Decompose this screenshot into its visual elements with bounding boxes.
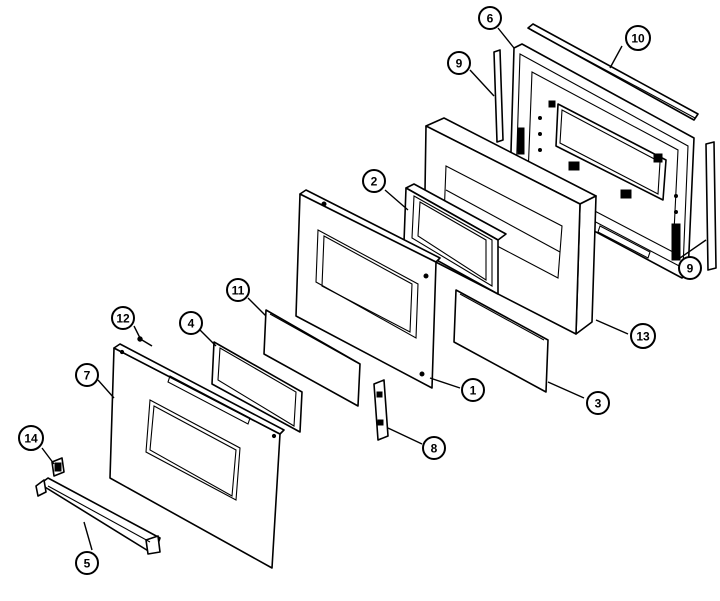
callout-7: 7 [75, 363, 99, 387]
callout-5-label: 5 [84, 557, 91, 571]
part-12-screw [137, 336, 153, 347]
part-13-insulation-box [423, 117, 597, 335]
callout-5: 5 [75, 551, 99, 575]
callout-13-label: 13 [636, 330, 650, 344]
callout-12-label: 12 [116, 312, 130, 326]
callout-6-label: 6 [487, 12, 494, 26]
part-10-top-trim [527, 23, 699, 121]
part-4-glass-gasket [211, 341, 303, 433]
callout-13: 13 [630, 323, 656, 349]
callout-1: 1 [461, 378, 485, 402]
callout-11-label: 11 [232, 284, 245, 298]
callout-4: 4 [179, 311, 203, 335]
callout-1-label: 1 [470, 384, 477, 398]
leader-lines [41, 27, 707, 551]
part-11-glass-panel [263, 309, 361, 407]
callout-14-label: 14 [24, 432, 38, 446]
part-3-glass-panel [453, 289, 549, 393]
callout-8: 8 [422, 436, 446, 460]
callout-11: 11 [226, 278, 250, 302]
part-5-door-handle [35, 477, 161, 555]
callout-12: 12 [111, 306, 135, 330]
callout-3-label: 3 [595, 397, 602, 411]
callout-6: 6 [478, 6, 502, 30]
callout-7-label: 7 [84, 369, 91, 383]
callout-10: 10 [625, 25, 651, 51]
callout-9-upper: 9 [447, 51, 471, 75]
part-2-window-frame [403, 183, 507, 295]
callout-4-label: 4 [188, 317, 195, 331]
part-9-side-trim-right [705, 141, 717, 271]
callout-2: 2 [362, 169, 386, 193]
callout-9-upper-label: 9 [456, 57, 463, 71]
callout-14: 14 [18, 425, 44, 451]
callout-2-label: 2 [371, 175, 378, 189]
part-7-outer-door-panel [109, 343, 285, 569]
callout-8-label: 8 [431, 442, 438, 456]
part-8-hinge-bracket [373, 379, 389, 441]
part-1-door-panel [295, 189, 441, 389]
callout-9-lower-label: 9 [687, 262, 694, 276]
callout-10-label: 10 [631, 32, 645, 46]
part-9-side-trim-left [493, 49, 504, 143]
part-14-handle-endcap [51, 457, 65, 477]
callout-3: 3 [586, 391, 610, 415]
callout-9-lower: 9 [678, 256, 702, 280]
